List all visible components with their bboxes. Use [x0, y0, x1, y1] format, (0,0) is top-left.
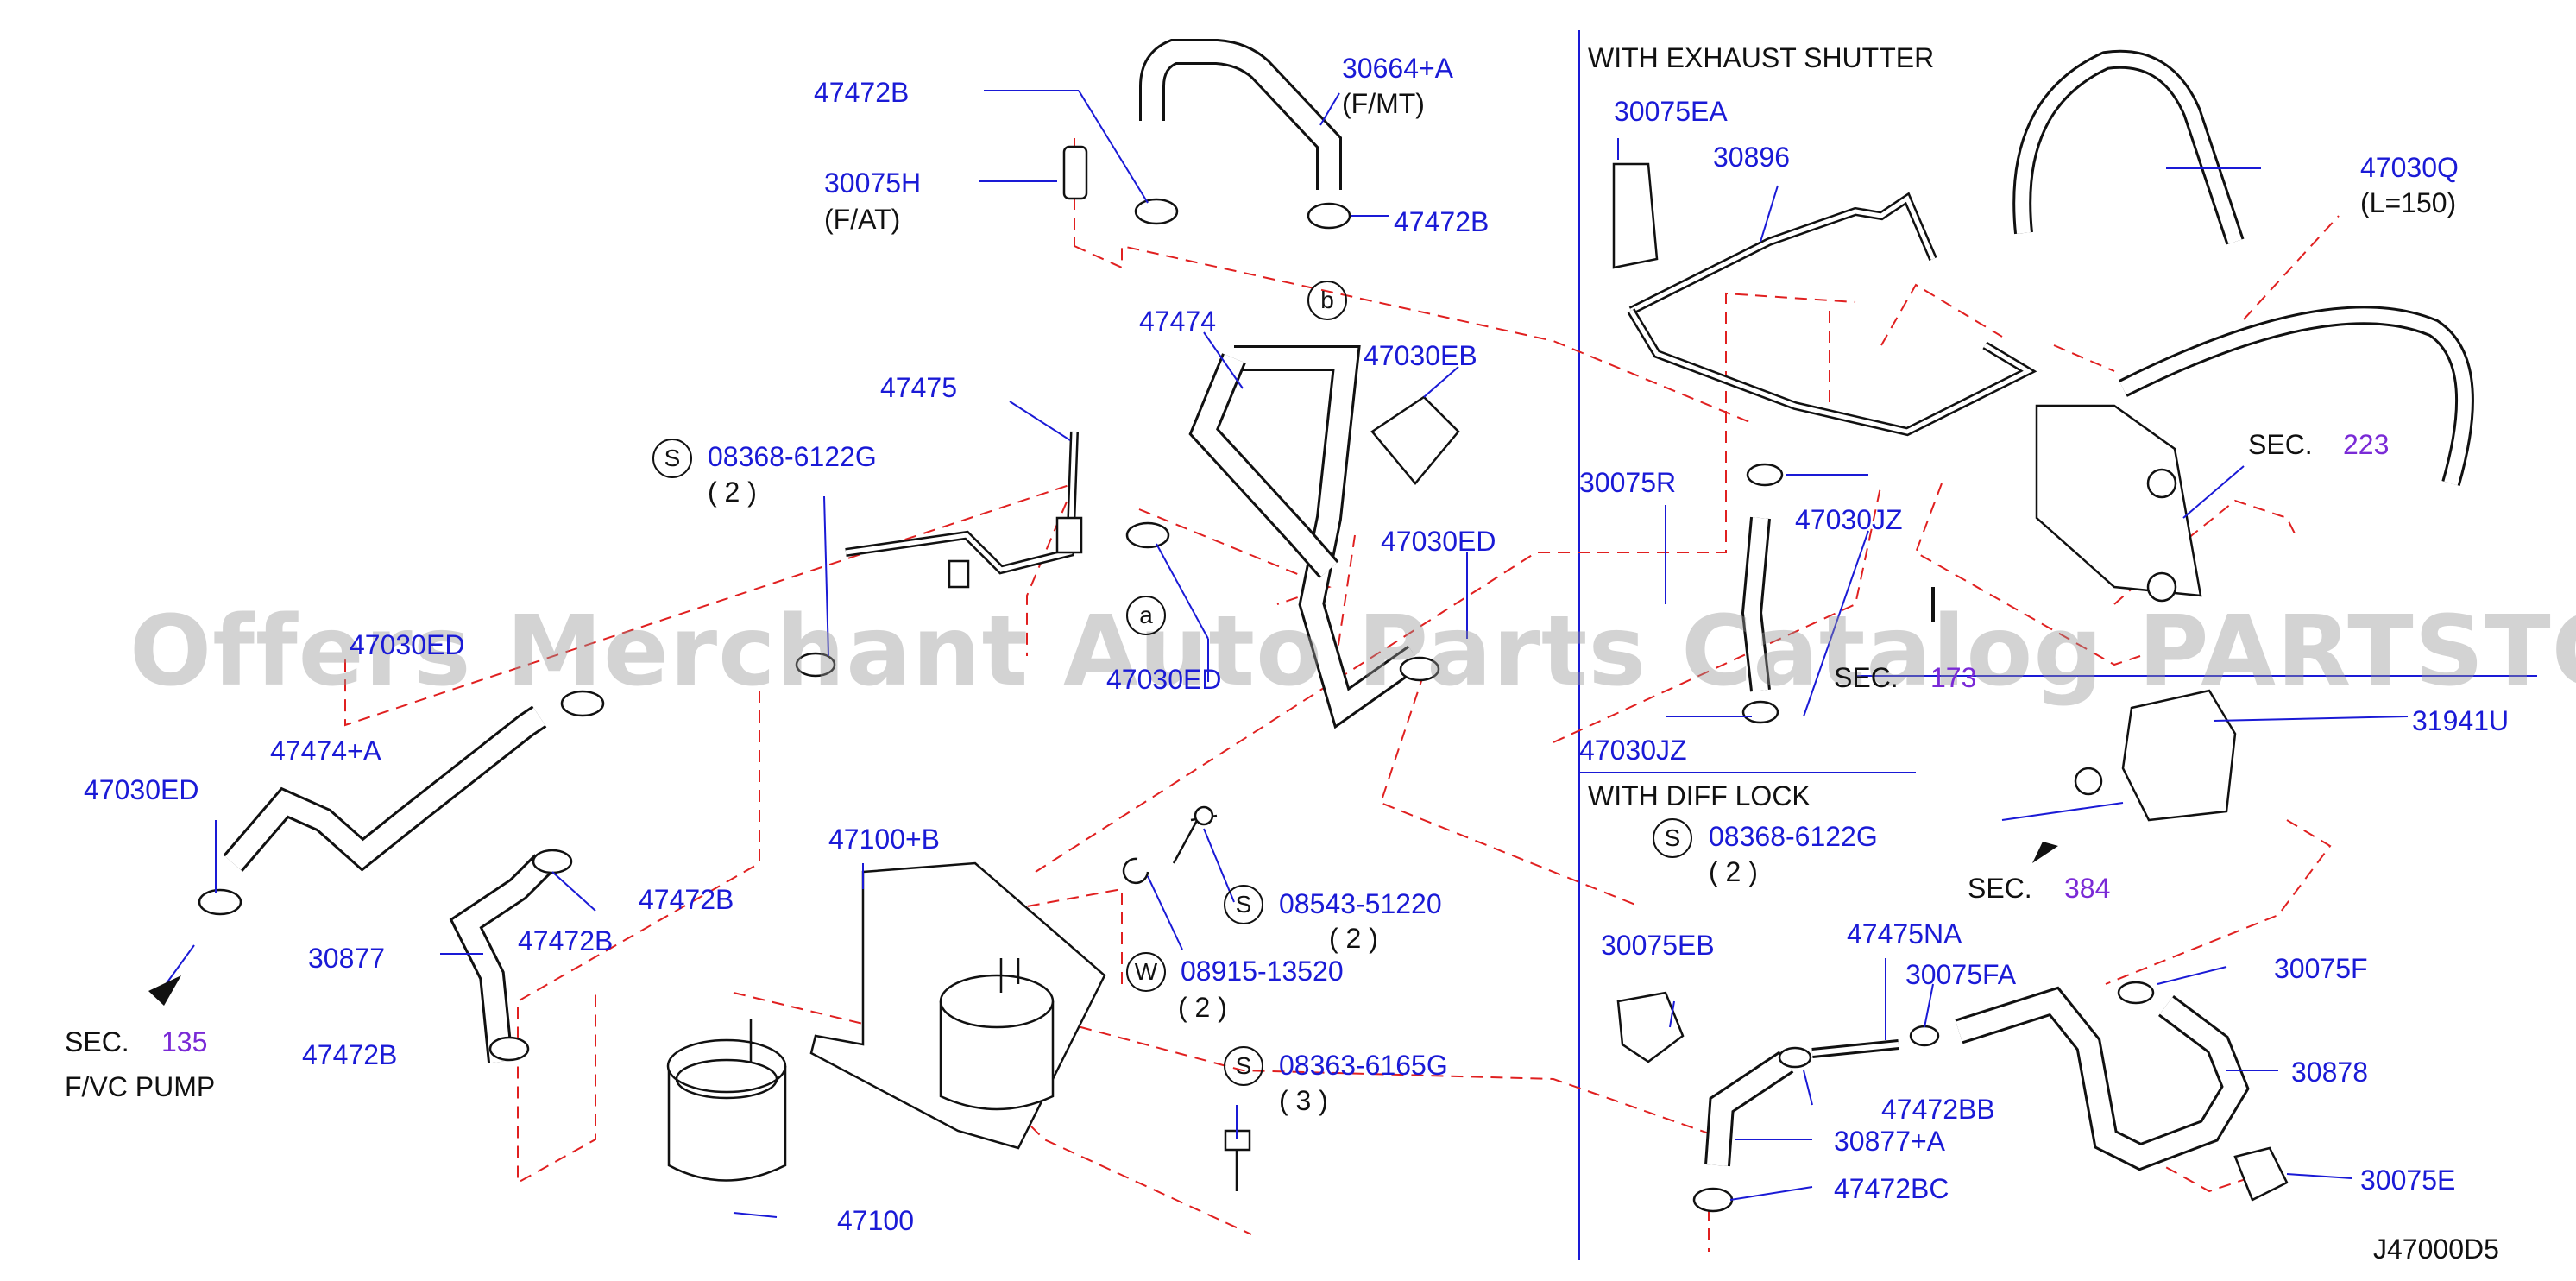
- note-fmt: (F/MT): [1342, 88, 1425, 119]
- part-label-47475[interactable]: 47475: [880, 372, 957, 403]
- part-label-08543-51220[interactable]: 08543-51220: [1279, 888, 1442, 919]
- sec-173-label: SEC.: [1834, 662, 1899, 693]
- part-label-31941U[interactable]: 31941U: [2412, 705, 2510, 736]
- w-mark-08915: W: [1126, 952, 1166, 992]
- s-mark-08363: S: [1224, 1046, 1263, 1086]
- sec-135-label: SEC.: [65, 1026, 129, 1057]
- qty-08543: ( 2 ): [1329, 923, 1378, 954]
- note-l150: (L=150): [2360, 187, 2457, 218]
- sec-223-number[interactable]: 223: [2343, 429, 2390, 460]
- part-label-30664A[interactable]: 30664+A: [1342, 53, 1454, 84]
- part-label-08363-6165G[interactable]: 08363-6165G: [1279, 1050, 1448, 1081]
- part-label-47472B-right[interactable]: 47472B: [1394, 206, 1490, 237]
- s-mark-08368-a: S: [652, 439, 692, 478]
- part-label-08915-13520[interactable]: 08915-13520: [1181, 956, 1344, 987]
- qty-08368-a: ( 2 ): [708, 476, 757, 508]
- part-label-47472B-l2[interactable]: 47472B: [518, 925, 614, 956]
- part-label-47030EB[interactable]: 47030EB: [1364, 340, 1477, 371]
- part-label-30075EA[interactable]: 30075EA: [1614, 96, 1728, 127]
- part-label-30075FA[interactable]: 30075FA: [1905, 959, 2017, 990]
- part-label-47472BB[interactable]: 47472BB: [1881, 1094, 1995, 1125]
- sec-223-label: SEC.: [2248, 429, 2313, 460]
- part-label-47030Q[interactable]: 47030Q: [2360, 152, 2459, 183]
- callout-b: b: [1307, 281, 1347, 320]
- part-label-30075EB[interactable]: 30075EB: [1601, 930, 1715, 961]
- part-label-47030ED-mid[interactable]: 47030ED: [1381, 526, 1496, 557]
- arrows: [148, 587, 2058, 1006]
- part-label-08368-6122G-a[interactable]: 08368-6122G: [708, 441, 877, 472]
- sec-384-number[interactable]: 384: [2064, 873, 2111, 904]
- note-fat: (F/AT): [824, 204, 901, 235]
- part-label-30878[interactable]: 30878: [2291, 1057, 2368, 1088]
- qty-08363: ( 3 ): [1279, 1085, 1328, 1116]
- part-label-30075E[interactable]: 30075E: [2360, 1164, 2456, 1196]
- diagram-id: J47000D5: [2373, 1234, 2499, 1265]
- part-label-47472B-l1[interactable]: 47472B: [639, 884, 734, 915]
- section-heading-exhaust-shutter: WITH EXHAUST SHUTTER: [1588, 42, 1935, 73]
- part-label-30877A[interactable]: 30877+A: [1834, 1126, 1946, 1157]
- sec-135-number[interactable]: 135: [161, 1026, 208, 1057]
- part-label-30877[interactable]: 30877: [308, 943, 385, 974]
- part-outlines: [198, 39, 2474, 1213]
- qty-08915: ( 2 ): [1178, 992, 1227, 1023]
- sec-173-number[interactable]: 173: [1930, 662, 1977, 693]
- part-label-47030JZ-b[interactable]: 47030JZ: [1579, 735, 1687, 766]
- part-label-47475NA[interactable]: 47475NA: [1847, 918, 1962, 950]
- part-label-47030ED-lower[interactable]: 47030ED: [1106, 664, 1222, 695]
- part-label-47472BC[interactable]: 47472BC: [1834, 1173, 1949, 1204]
- leader-lines: [159, 90, 2409, 1218]
- s-mark-08368-b: S: [1653, 818, 1692, 858]
- part-label-47030ED-upper-left[interactable]: 47030ED: [350, 629, 465, 660]
- part-label-47030ED-left[interactable]: 47030ED: [84, 774, 199, 805]
- part-label-30896[interactable]: 30896: [1713, 142, 1790, 173]
- s-mark-08543: S: [1224, 885, 1263, 924]
- part-label-30075F[interactable]: 30075F: [2274, 953, 2368, 984]
- qty-08368-b: ( 2 ): [1709, 856, 1758, 887]
- part-label-47472B-l3[interactable]: 47472B: [302, 1039, 398, 1070]
- part-label-08368-6122G-b[interactable]: 08368-6122G: [1709, 821, 1878, 852]
- part-label-47474A[interactable]: 47474+A: [270, 735, 382, 767]
- part-label-47472B-top[interactable]: 47472B: [814, 77, 910, 108]
- fvc-pump-label: F/VC PUMP: [65, 1071, 216, 1102]
- part-label-47100[interactable]: 47100: [837, 1205, 914, 1236]
- section-heading-diff-lock: WITH DIFF LOCK: [1588, 780, 1811, 811]
- part-label-47100B[interactable]: 47100+B: [828, 824, 941, 855]
- callout-a: a: [1126, 596, 1166, 635]
- part-label-47474[interactable]: 47474: [1139, 306, 1216, 337]
- part-label-30075H[interactable]: 30075H: [824, 167, 922, 199]
- section-dividers: [1578, 30, 2537, 1260]
- part-label-30075R[interactable]: 30075R: [1579, 467, 1677, 498]
- sec-384-label: SEC.: [1968, 873, 2032, 904]
- part-label-47030JZ-a[interactable]: 47030JZ: [1795, 504, 1903, 535]
